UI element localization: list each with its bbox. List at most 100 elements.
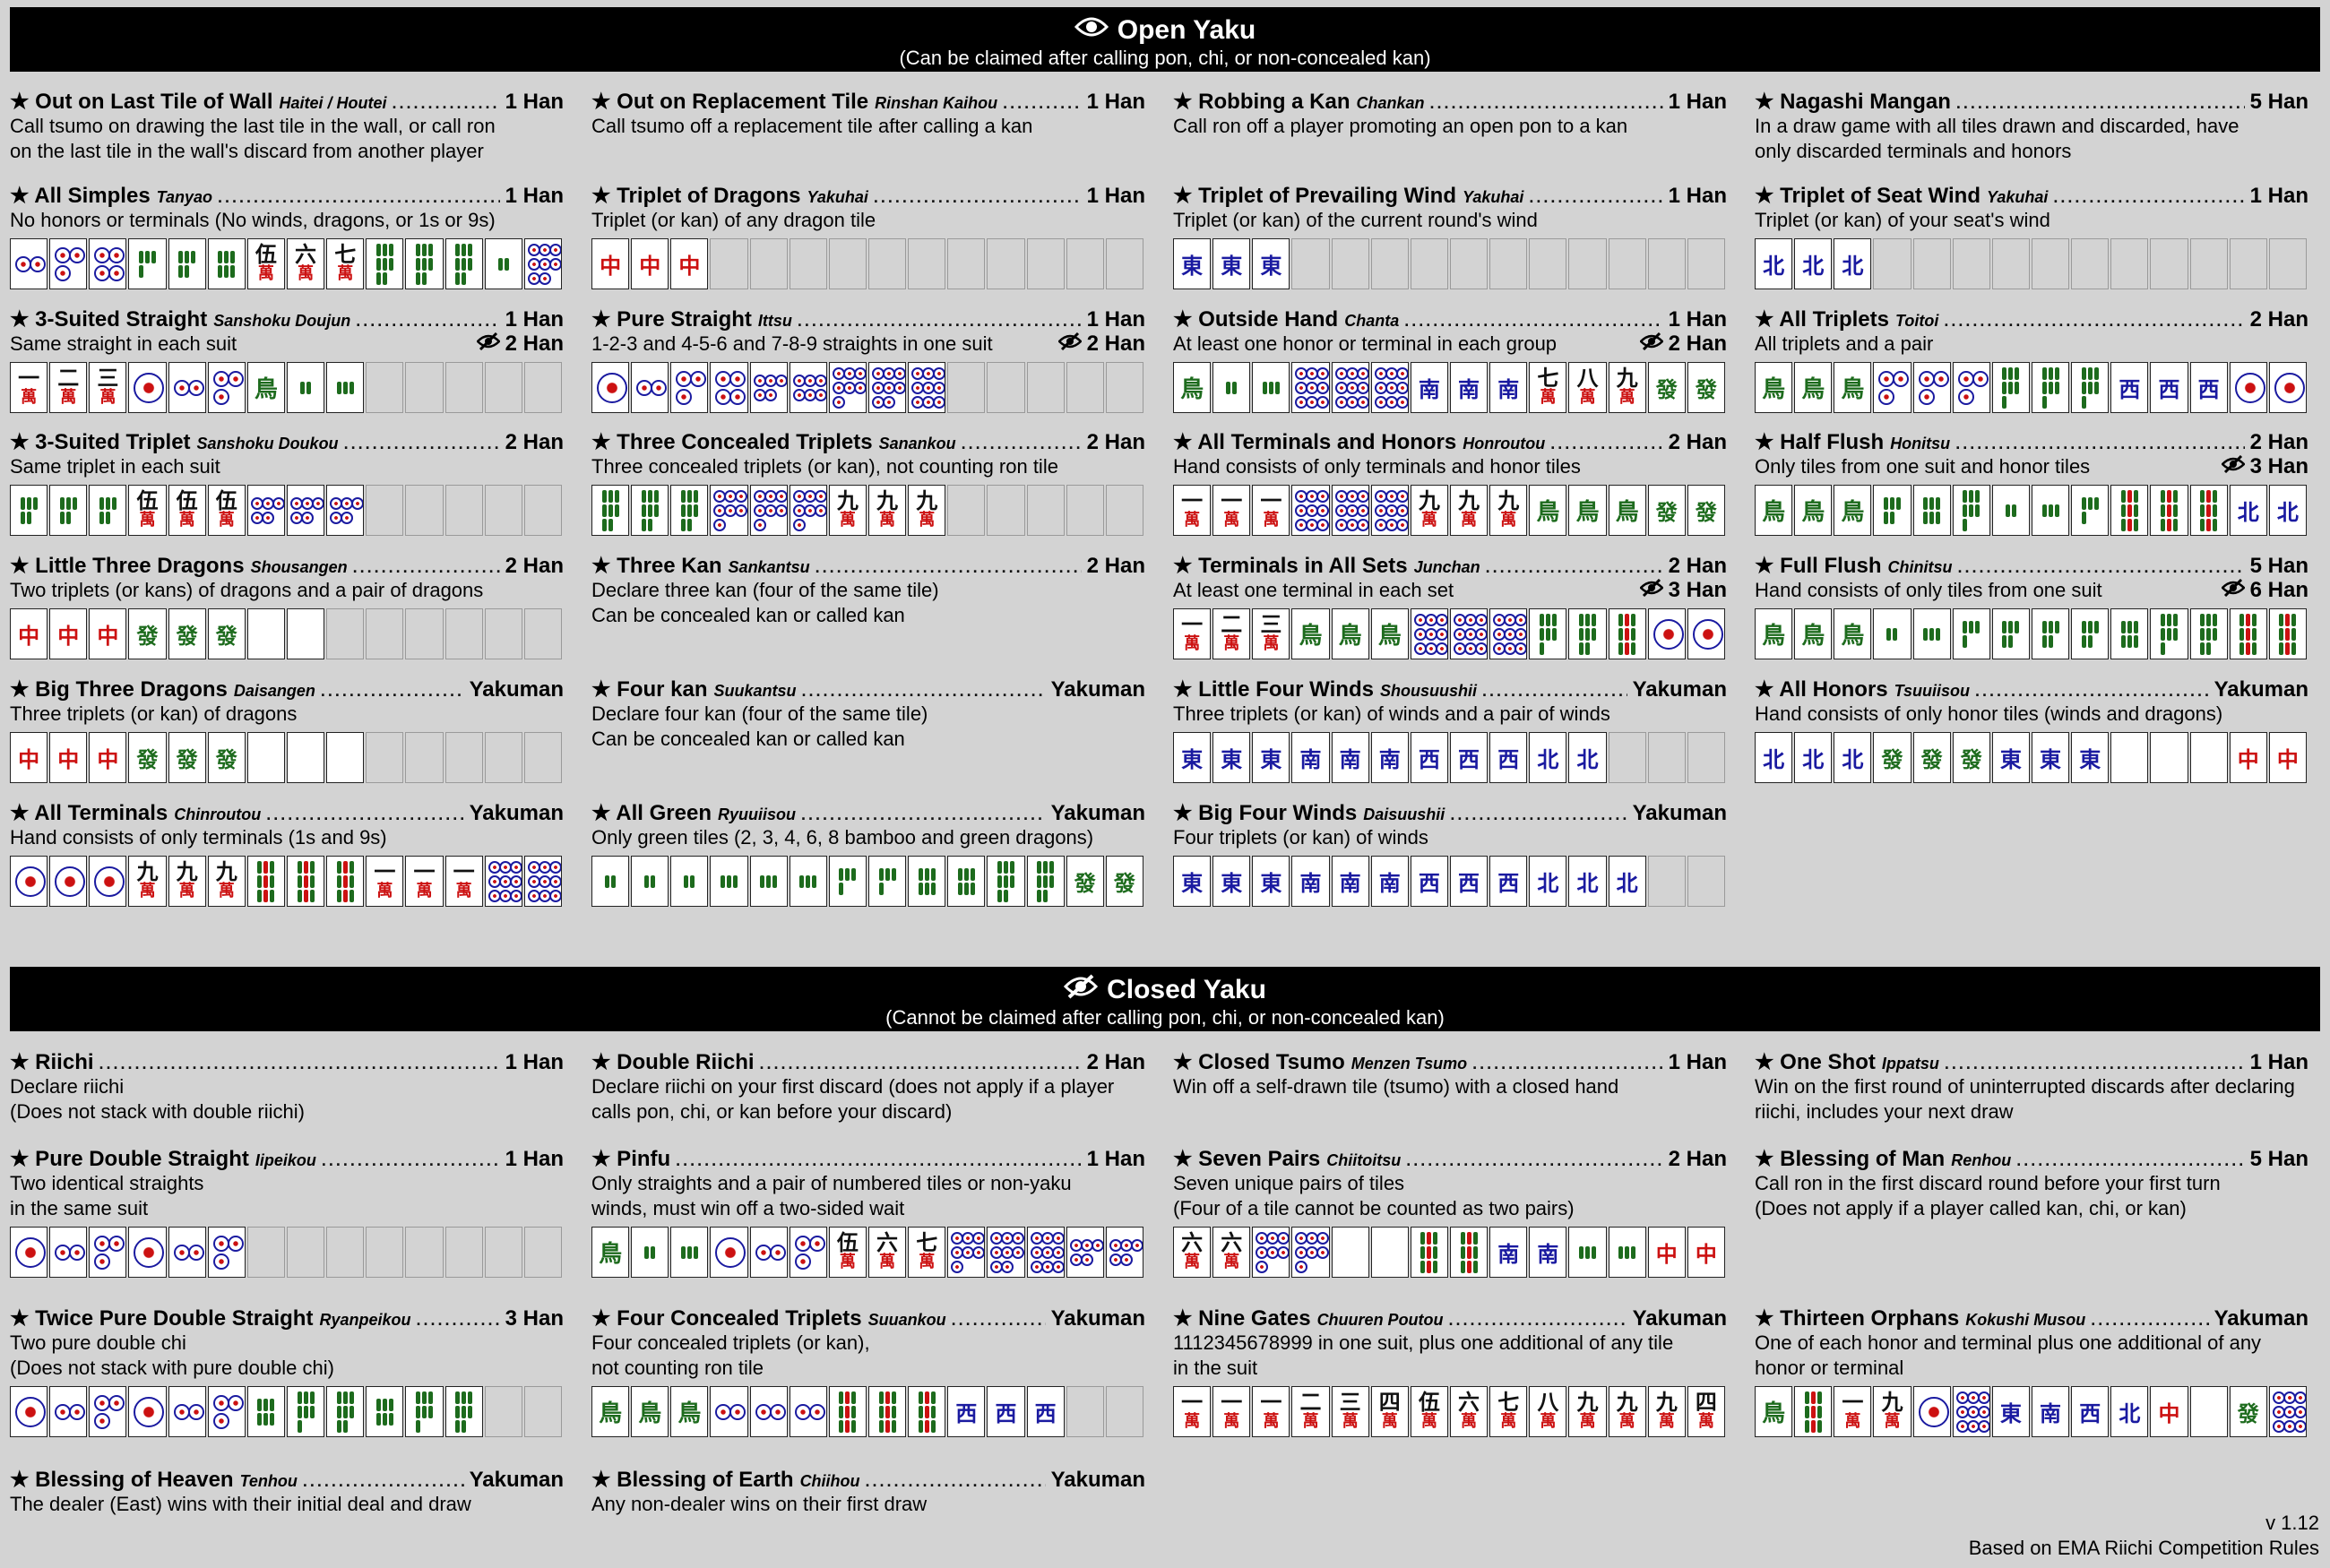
yaku-header: ★ Double Riichi2 Han bbox=[591, 1050, 1145, 1074]
mahjong-tile bbox=[1449, 608, 1489, 659]
mahjong-tile: 九萬 bbox=[1873, 1386, 1911, 1437]
mahjong-tile: 伍萬 bbox=[207, 485, 246, 536]
mahjong-tile: 東 bbox=[1173, 238, 1212, 289]
empty-tile-slot bbox=[1489, 238, 1528, 289]
mahjong-tile bbox=[49, 485, 88, 536]
yaku-header: ★ Nagashi Mangan5 Han bbox=[1755, 90, 2308, 114]
empty-tile-slot bbox=[987, 238, 1025, 289]
mahjong-tile bbox=[591, 856, 630, 907]
empty-tile-slot bbox=[1331, 238, 1369, 289]
yaku-name: ★ Nine Gates bbox=[1173, 1306, 1311, 1331]
mahjong-tile bbox=[10, 1227, 48, 1278]
mahjong-tile: 中 bbox=[49, 608, 88, 659]
mahjong-tile bbox=[2071, 362, 2110, 413]
mahjong-tile: 中 bbox=[89, 608, 127, 659]
mahjong-tile bbox=[49, 1386, 88, 1437]
empty-tile-slot bbox=[1105, 485, 1143, 536]
yaku-entry: ★ Big Four WindsDaisuushiiYakumanFour tr… bbox=[1173, 801, 1727, 907]
han-value: Yakuman bbox=[469, 677, 564, 702]
mahjong-tile: 八萬 bbox=[1529, 1386, 1567, 1437]
han-value: Yakuman bbox=[1050, 1306, 1145, 1331]
han-value: 1 Han bbox=[1668, 1050, 1727, 1074]
mahjong-tile bbox=[2150, 608, 2188, 659]
yaku-japanese-name: Yakuhai bbox=[1986, 188, 2049, 206]
mahjong-tile: 北 bbox=[1834, 732, 1872, 783]
yaku-description: Win on the first round of uninterrupted … bbox=[1755, 1075, 2295, 1123]
mahjong-tile bbox=[2189, 485, 2228, 536]
han-value: 2 Han bbox=[505, 554, 564, 578]
yaku-body: Win on the first round of uninterrupted … bbox=[1755, 1074, 2308, 1124]
mahjong-tile bbox=[749, 1386, 788, 1437]
tile-example-hand: 鳥鳥鳥 bbox=[1755, 608, 2308, 659]
mahjong-tile: 南 bbox=[1410, 362, 1448, 413]
yaku-description: Four triplets (or kan) of winds bbox=[1173, 826, 1428, 849]
yaku-description: Only straights and a pair of numbered ti… bbox=[591, 1172, 1072, 1219]
dot-leader bbox=[99, 1052, 500, 1074]
dot-leader bbox=[801, 803, 1046, 825]
yaku-header: ★ Little Four WindsShousuushiiYakuman bbox=[1173, 677, 1727, 702]
mahjong-tile bbox=[789, 1227, 827, 1278]
mahjong-tile bbox=[2031, 485, 2070, 536]
mahjong-tile bbox=[10, 856, 48, 907]
mahjong-tile: 鳥 bbox=[591, 1227, 630, 1278]
mahjong-tile bbox=[89, 485, 127, 536]
yaku-name: ★ Pure Double Straight bbox=[10, 1147, 249, 1171]
mahjong-tile bbox=[2229, 362, 2267, 413]
yaku-description: 1112345678999 in one suit, plus one addi… bbox=[1173, 1331, 1674, 1379]
yaku-name: ★ Pure Straight bbox=[591, 307, 752, 332]
yaku-japanese-name: Kokushi Musou bbox=[1965, 1311, 2086, 1329]
han-value: Yakuman bbox=[469, 801, 564, 825]
mahjong-tile: 二萬 bbox=[1212, 608, 1251, 659]
mahjong-tile bbox=[10, 238, 48, 289]
yaku-japanese-name: Daisangen bbox=[233, 682, 315, 700]
yaku-japanese-name: Sankantsu bbox=[728, 558, 810, 576]
mahjong-tile: 北 bbox=[1568, 732, 1607, 783]
mahjong-tile bbox=[670, 362, 709, 413]
open-yaku-subtitle: (Can be claimed after calling pon, chi, … bbox=[899, 47, 1431, 69]
yaku-name: ★ Nagashi Mangan bbox=[1755, 90, 1951, 114]
mahjong-tile bbox=[1331, 362, 1369, 413]
mahjong-tile bbox=[1370, 362, 1409, 413]
yaku-name: ★ Twice Pure Double Straight bbox=[10, 1306, 314, 1331]
yaku-japanese-name: Shousangen bbox=[250, 558, 348, 576]
yaku-japanese-name: Rinshan Kaihou bbox=[875, 94, 998, 112]
yaku-header: ★ Blessing of EarthChiihouYakuman bbox=[591, 1468, 1145, 1492]
mahjong-tile: 九萬 bbox=[1608, 362, 1646, 413]
closed-yaku-subtitle: (Cannot be claimed after calling pon, ch… bbox=[885, 1006, 1445, 1029]
closed-yaku-banner: Closed Yaku (Cannot be claimed after cal… bbox=[10, 967, 2320, 1031]
mahjong-tile bbox=[631, 1227, 669, 1278]
mahjong-tile: 東 bbox=[1991, 732, 2030, 783]
yaku-description: Only tiles from one suit and honor tiles bbox=[1755, 455, 2091, 478]
dot-leader bbox=[798, 309, 1082, 332]
mahjong-tile: 伍萬 bbox=[128, 485, 167, 536]
yaku-header: ★ Full FlushChinitsu5 Han bbox=[1755, 554, 2308, 578]
yaku-body: Only tiles from one suit and honor tiles… bbox=[1755, 454, 2308, 479]
yaku-japanese-name: Chiitoitsu bbox=[1326, 1151, 1402, 1169]
mahjong-tile bbox=[2150, 732, 2188, 783]
mahjong-tile: 伍萬 bbox=[246, 238, 285, 289]
mahjong-tile: 東 bbox=[1212, 732, 1251, 783]
mahjong-tile: 鳥 bbox=[1834, 608, 1872, 659]
dot-leader bbox=[1430, 91, 1663, 114]
dot-leader bbox=[1945, 1052, 2245, 1074]
han-value: 5 Han bbox=[2249, 554, 2308, 578]
yaku-body: Same triplet in each suit bbox=[10, 454, 564, 479]
yaku-japanese-name: Chanta bbox=[1344, 312, 1400, 330]
mahjong-tile bbox=[89, 856, 127, 907]
dot-leader bbox=[322, 1149, 500, 1171]
yaku-description: One of each honor and terminal plus one … bbox=[1755, 1331, 2262, 1379]
yaku-body: Hand consists of only terminals and hono… bbox=[1173, 454, 1727, 479]
tile-example-hand: 北北北 bbox=[1755, 238, 2308, 289]
mahjong-tile: 南 bbox=[1449, 362, 1489, 413]
mahjong-tile bbox=[1026, 1227, 1065, 1278]
yaku-description: Call tsumo on drawing the last tile in t… bbox=[10, 115, 496, 162]
yaku-japanese-name: Menzen Tsumo bbox=[1351, 1055, 1468, 1073]
han-value: 1 Han bbox=[505, 1147, 564, 1171]
yaku-body: Declare riichi (Does not stack with doub… bbox=[10, 1074, 564, 1124]
